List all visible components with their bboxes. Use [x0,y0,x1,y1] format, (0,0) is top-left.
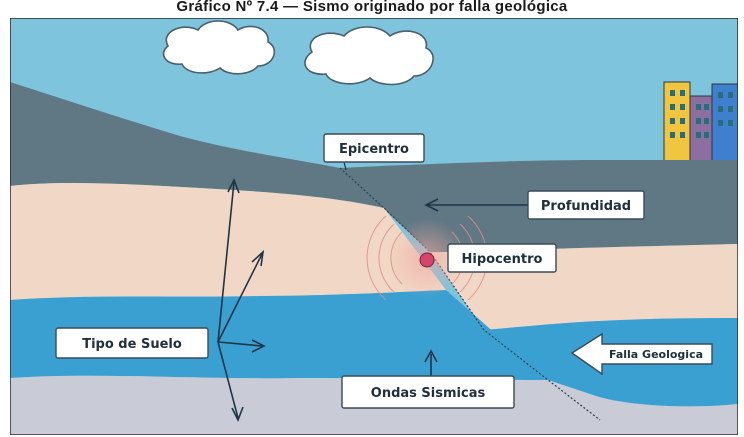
label-ondas-sismicas-text: Ondas Sismicas [371,386,486,401]
label-ondas-sismicas: Ondas Sismicas [342,376,514,408]
label-epicentro: Epicentro [324,134,424,162]
label-hipocentro: Hipocentro [448,244,556,272]
label-hipocentro-text: Hipocentro [462,252,543,267]
label-falla-geologica-text: Falla Geologica [609,348,703,361]
label-epicentro-text: Epicentro [339,142,409,157]
label-profundidad: Profundidad [528,191,644,219]
label-tipo-de-suelo-text: Tipo de Suelo [82,337,182,352]
hypocenter-marker [420,253,434,267]
label-profundidad-text: Profundidad [541,199,631,214]
label-tipo-de-suelo: Tipo de Suelo [56,328,208,358]
